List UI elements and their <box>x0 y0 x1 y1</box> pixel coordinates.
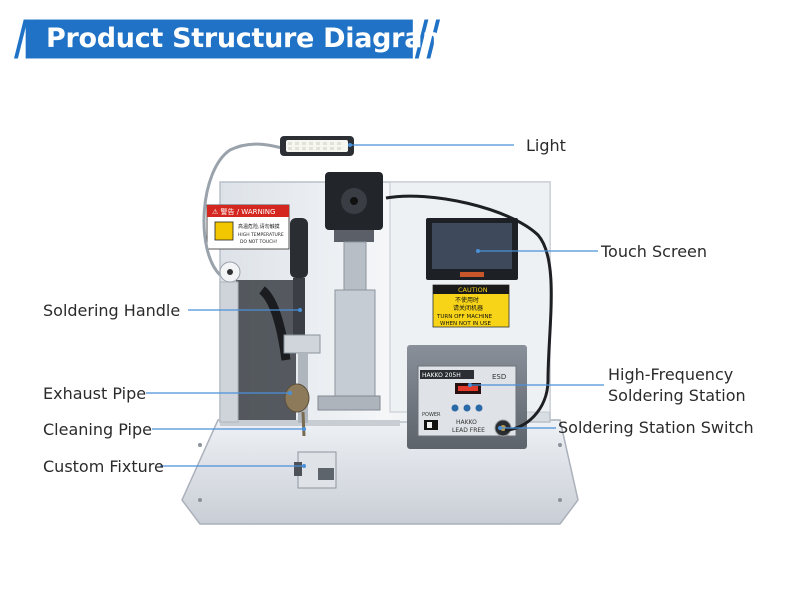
header-banner <box>0 14 790 64</box>
station-leadfree-text: LEAD FREE <box>452 427 485 434</box>
station-brand-text: HAKKO <box>456 419 477 426</box>
touch-screen <box>426 218 518 280</box>
station-model-text: HAKKO 205H <box>422 372 461 379</box>
fixture-block <box>294 451 337 489</box>
caution-en2-text: WHEN NOT IN USE <box>440 321 491 327</box>
caution-sticker: CAUTION 不使用时 请关闭机器 TURN OFF MACHINE WHEN… <box>432 284 510 328</box>
callout-exhaust-pipe: Exhaust Pipe <box>43 384 147 403</box>
callout-hf-station-line1: High-Frequency <box>608 365 734 384</box>
callout-station-switch: Soldering Station Switch <box>558 418 754 437</box>
page-title: Product Structure Diagram <box>46 23 450 54</box>
leader-dots <box>288 143 502 468</box>
caution-en1-text: TURN OFF MACHINE <box>436 314 493 320</box>
station-esd-text: ESD <box>492 373 506 381</box>
caution-cn1-text: 不使用时 <box>455 296 479 304</box>
caution-cn2-text: 请关闭机器 <box>453 304 483 312</box>
power-switch-icon <box>424 420 438 430</box>
callout-light: Light <box>526 136 566 155</box>
callout-touch-screen: Touch Screen <box>601 242 708 261</box>
warning-en1-text: HIGH TEMPERATURE <box>238 232 284 238</box>
stepper-motor-icon <box>325 172 383 353</box>
warning-cn-text: 高温危险,请勿触摸 <box>238 223 280 230</box>
station-power-text: POWER <box>422 412 441 418</box>
warning-sticker: ⚠ 警告 / WARNING 高温危险,请勿触摸 HIGH TEMPERATUR… <box>206 204 290 250</box>
soldering-station: HAKKO 205H ESD POWER HAKKO LEAD FREE <box>407 345 527 449</box>
station-cable <box>385 194 553 432</box>
leader-lines <box>146 144 604 467</box>
callout-custom-fixture: Custom Fixture <box>43 457 164 476</box>
carriage <box>317 289 381 411</box>
soldering-iron-icon <box>258 218 321 437</box>
callout-soldering-handle: Soldering Handle <box>43 301 181 320</box>
warning-en2-text: DO NOT TOUCH! <box>240 239 278 245</box>
callout-hf-station-line2: Soldering Station <box>608 386 746 405</box>
led-lamp-icon <box>202 136 354 283</box>
caution-title-text: CAUTION <box>458 286 488 294</box>
callout-cleaning-pipe: Cleaning Pipe <box>43 420 152 439</box>
title-bar <box>14 19 441 59</box>
warning-label-text: ⚠ 警告 / WARNING <box>212 207 275 216</box>
